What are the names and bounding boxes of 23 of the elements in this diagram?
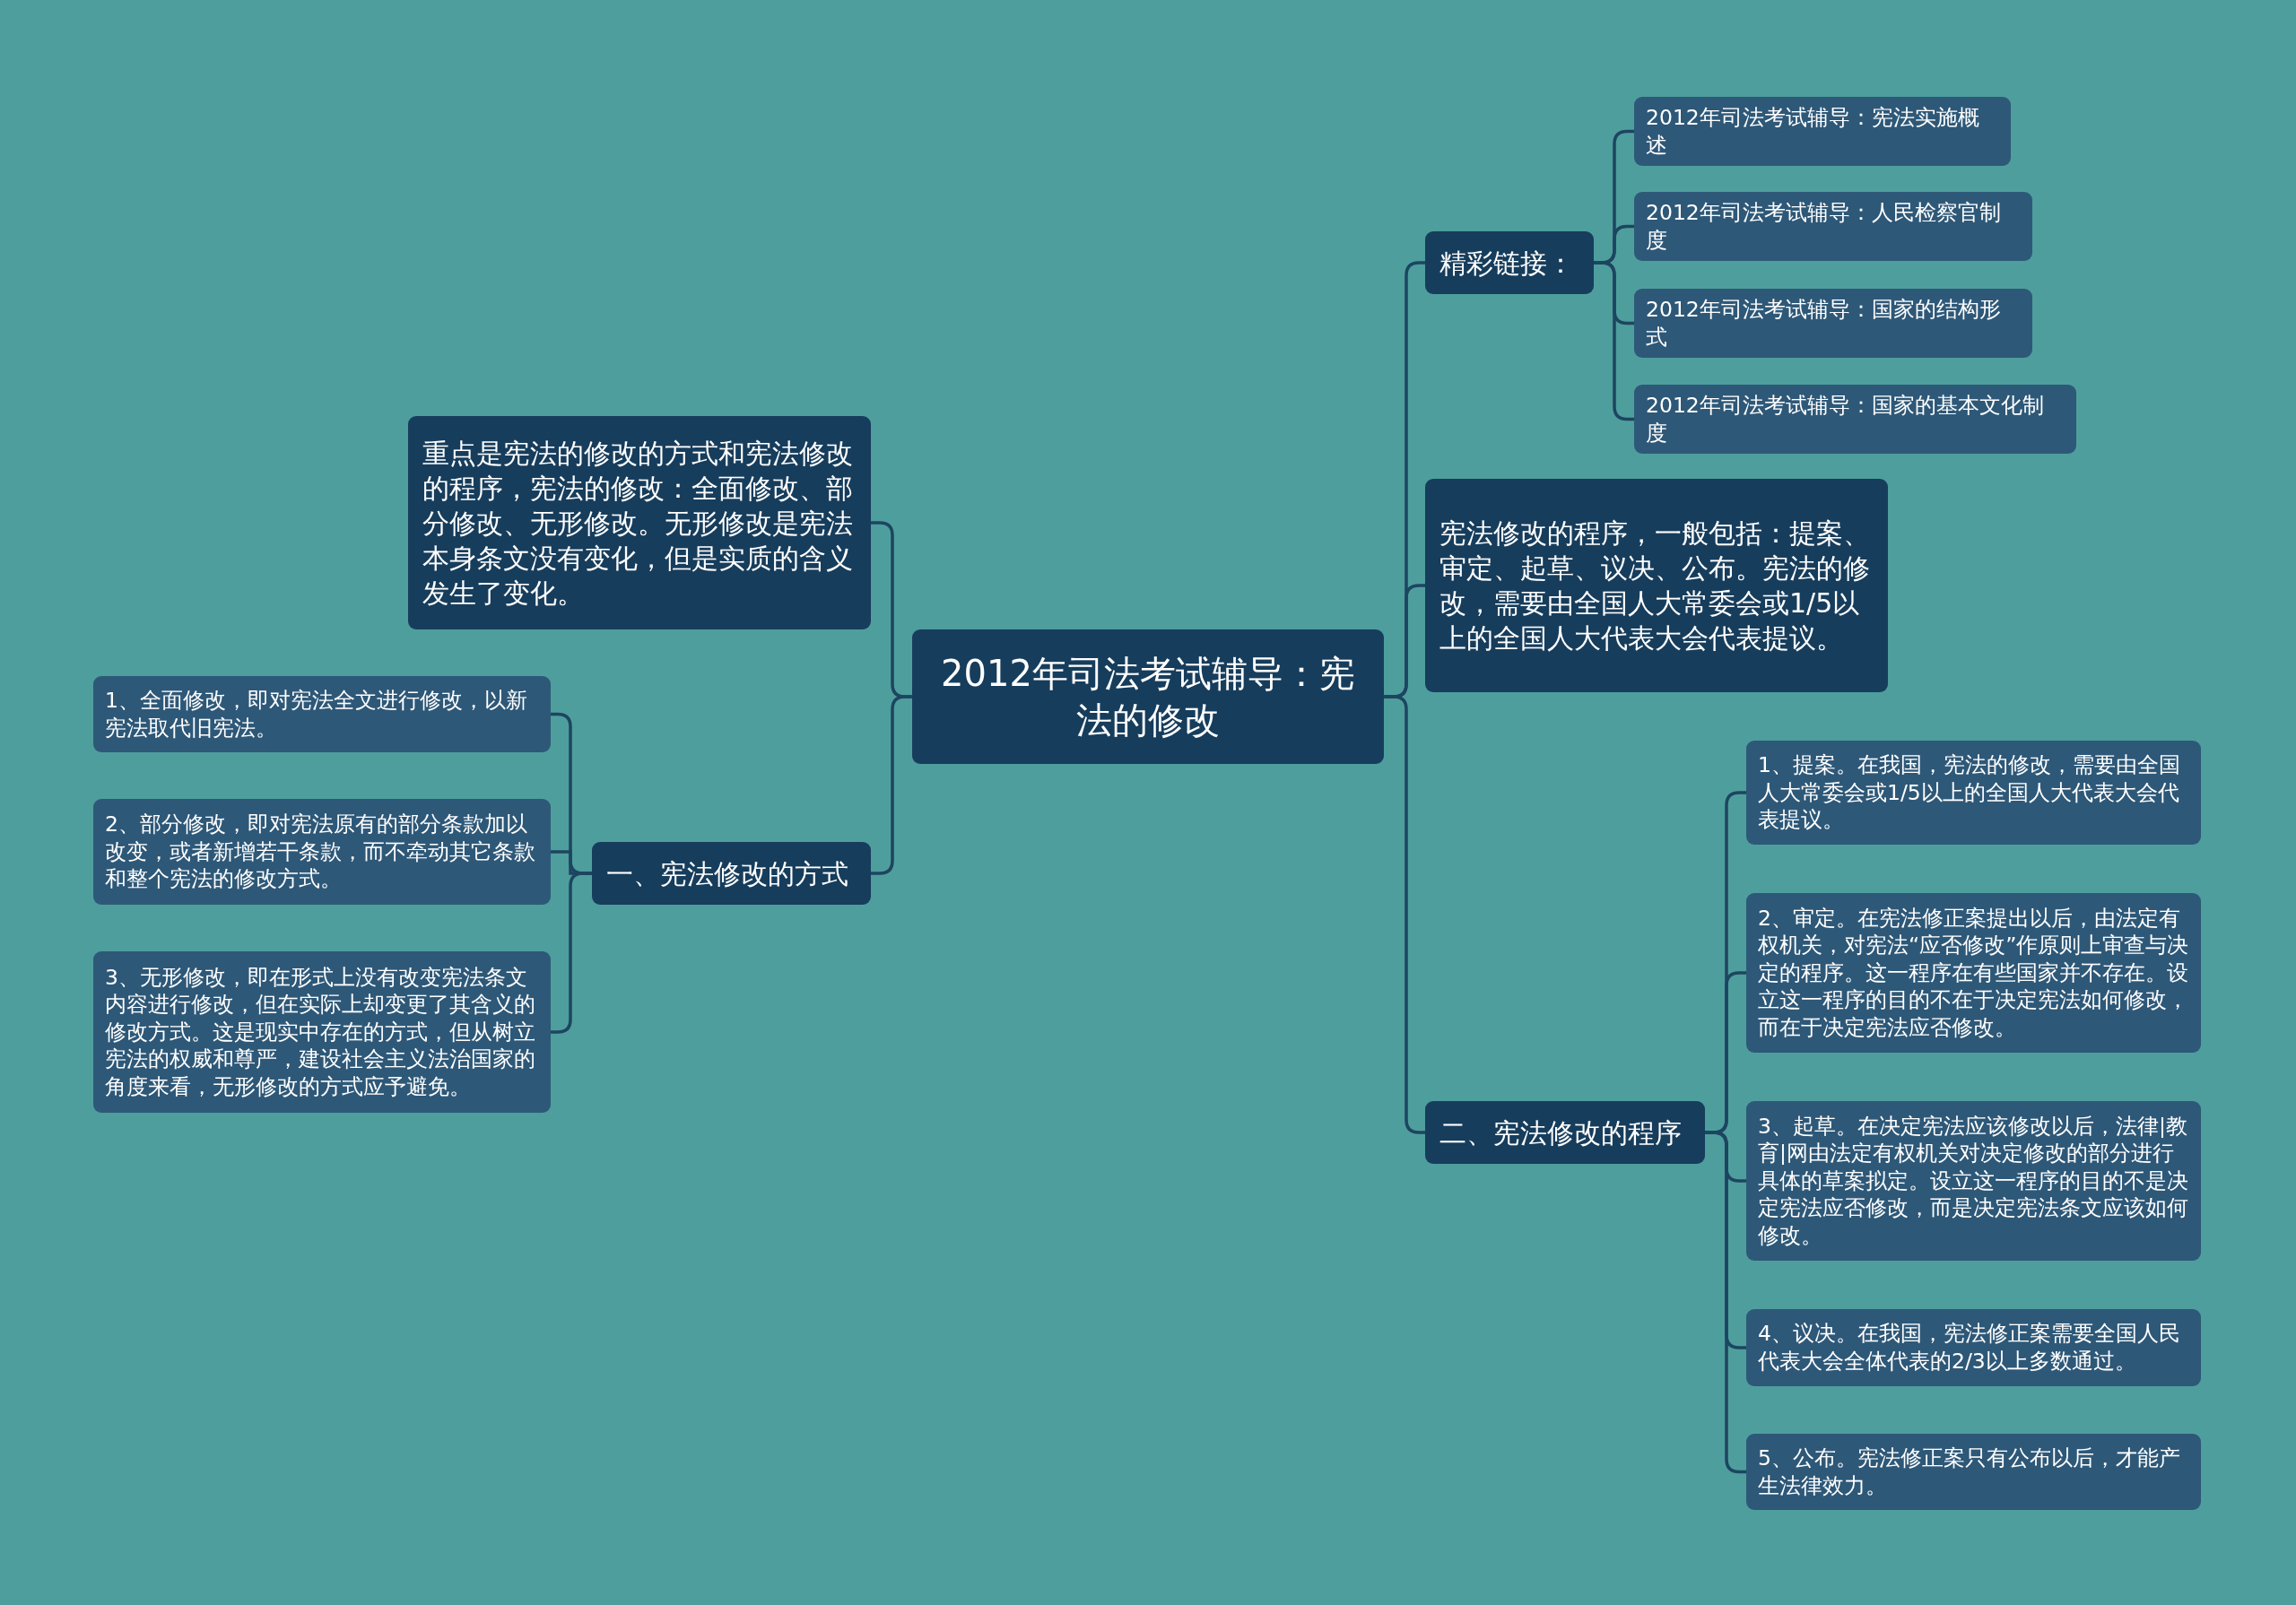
topic-box: 宪法修改的程序，一般包括：提案、审定、起草、议决、公布。宪法的修改，需要由全国人大常委会或1/5以上的全国人大代表大会代表提议。 [1425, 479, 1888, 692]
connector-line [871, 695, 912, 875]
subtopic-box: 5、公布。宪法修正案只有公布以后，才能产生法律效力。 [1746, 1434, 2201, 1510]
central-topic-box: 2012年司法考试辅导：宪法的修改 [912, 629, 1384, 764]
topic-box: 二、宪法修改的程序 [1425, 1101, 1705, 1164]
subtopic-box: 2、部分修改，即对宪法原有的部分条款加以改变，或者新增若干条款，而不牵动其它条款和整个宪法的修改方式。 [93, 799, 551, 905]
subtopic-box: 2012年司法考试辅导：宪法实施概述 [1634, 97, 2011, 167]
connector-line [551, 872, 592, 1034]
subtopic-box: 2012年司法考试辅导：人民检察官制度 [1634, 192, 2032, 262]
subtopic-box: 2012年司法考试辅导：国家的结构形式 [1634, 289, 2032, 359]
topic-box: 一、宪法修改的方式 [592, 842, 871, 905]
subtopic-box: 1、提案。在我国，宪法的修改，需要由全国人大常委会或1/5以上的全国人大代表大会代表提议。 [1746, 741, 2201, 845]
subtopic-box: 3、起草。在决定宪法应该修改以后，法律|教育|网由法定有权机关对决定修改的部分进行具体的草案拟定。设立这一程序的目的不是决定宪法应否修改，而是决定宪法条文应该如何修改。 [1746, 1101, 2201, 1261]
subtopic-box: 3、无形修改，即在形式上没有改变宪法条文内容进行修改，但在实际上却变更了其含义的修改方式。这是现实中存在的方式，但从树立宪法的权威和尊严，建设社会主义法治国家的角度来看，无形修改的方式应予避免。 [93, 951, 551, 1113]
connector-line [1384, 695, 1425, 1134]
subtopic-box: 2012年司法考试辅导：国家的基本文化制度 [1634, 385, 2076, 455]
topic-box: 精彩链接： [1425, 231, 1594, 294]
subtopic-box: 1、全面修改，即对宪法全文进行修改，以新宪法取代旧宪法。 [93, 676, 551, 752]
connector-line [1705, 1131, 1746, 1474]
topic-box: 重点是宪法的修改的方式和宪法修改的程序，宪法的修改：全面修改、部分修改、无形修改。无形修改是宪法本身条文没有变化，但是实质的含义发生了变化。 [408, 416, 871, 629]
connector-line [1594, 261, 1634, 421]
subtopic-box: 4、议决。在我国，宪法修正案需要全国人民代表大会全体代表的2/3以上多数通过。 [1746, 1309, 2201, 1386]
subtopic-box: 2、审定。在宪法修正案提出以后，由法定有权机关，对宪法“应否修改”作原则上审查与决定的程序。这一程序在有些国家并不存在。设立这一程序的目的不在于决定宪法如何修改，而在于决定宪法应否修改。 [1746, 893, 2201, 1053]
